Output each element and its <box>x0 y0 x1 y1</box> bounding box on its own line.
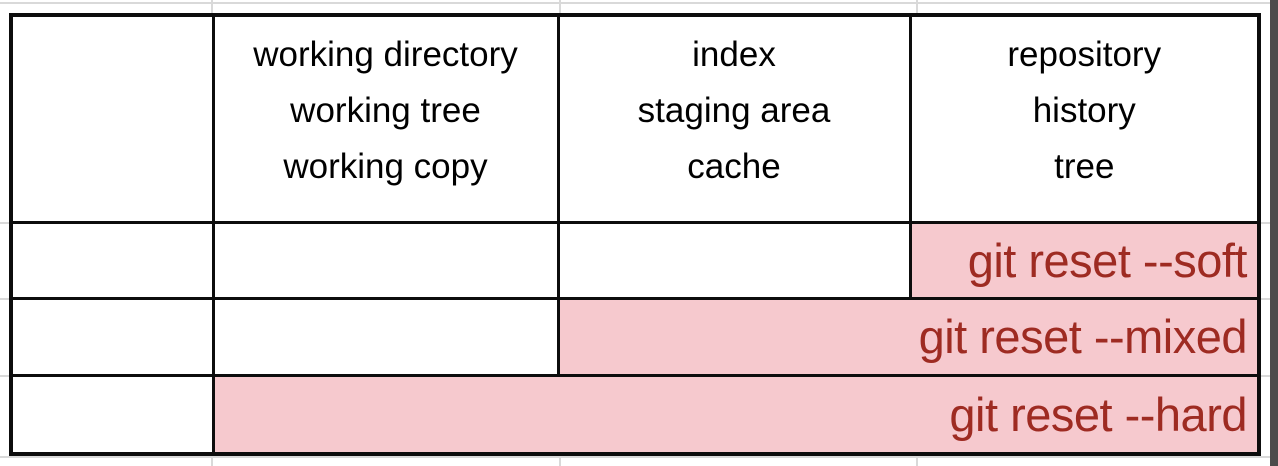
row-git-reset-soft: git reset --soft <box>9 220 1261 300</box>
cell-empty[interactable] <box>211 296 560 377</box>
header-line: working copy <box>283 146 488 186</box>
header-line: tree <box>1054 146 1115 186</box>
header-line: index <box>692 34 776 74</box>
header-line: working tree <box>290 90 481 130</box>
cell-empty[interactable] <box>9 220 215 300</box>
cell-command-hard[interactable]: git reset --hard <box>211 373 1261 456</box>
header-cell-empty[interactable] <box>9 13 215 224</box>
cell-command-mixed[interactable]: git reset --mixed <box>556 296 1261 377</box>
header-cell-repository[interactable]: repository history tree <box>908 13 1261 224</box>
header-line: working directory <box>253 34 518 74</box>
window-edge-strip <box>1270 0 1278 466</box>
header-line: staging area <box>637 90 831 130</box>
cell-empty[interactable] <box>9 373 215 456</box>
cell-empty[interactable] <box>211 220 560 300</box>
header-line: cache <box>687 146 781 186</box>
cell-empty[interactable] <box>9 296 215 377</box>
header-cell-index[interactable]: index staging area cache <box>556 13 912 224</box>
cell-empty[interactable] <box>556 220 912 300</box>
header-cell-working-directory[interactable]: working directory working tree working c… <box>211 13 560 224</box>
cell-command-soft[interactable]: git reset --soft <box>908 220 1261 300</box>
row-git-reset-hard: git reset --hard <box>9 373 1261 456</box>
sheet-gridline-horizontal <box>0 456 1278 458</box>
row-git-reset-mixed: git reset --mixed <box>9 296 1261 377</box>
table-header-row: working directory working tree working c… <box>9 13 1261 224</box>
header-line: repository <box>1007 34 1162 74</box>
header-line: history <box>1032 90 1136 130</box>
git-reset-scope-table: working directory working tree working c… <box>9 13 1261 456</box>
sheet-gridline-horizontal <box>0 2 1278 4</box>
